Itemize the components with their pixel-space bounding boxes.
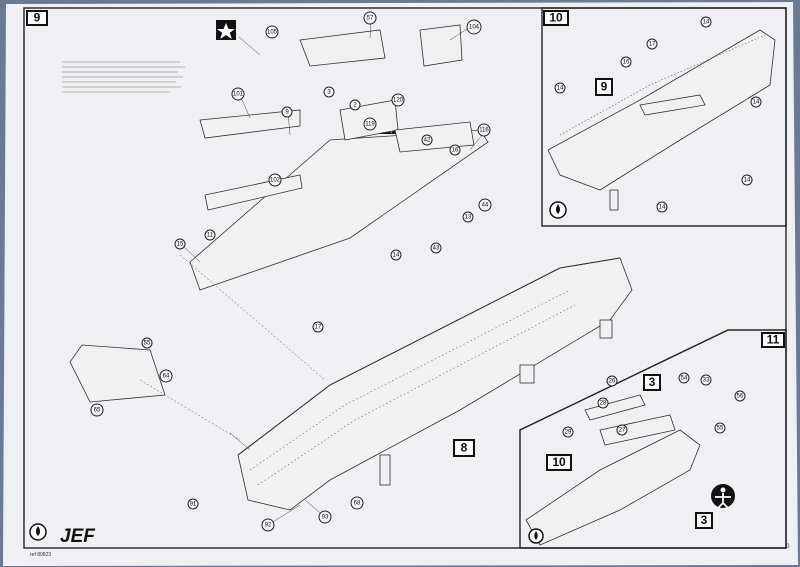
svg-text:2: 2	[353, 103, 357, 109]
svg-text:14: 14	[557, 86, 564, 92]
step-11-number: 11	[767, 333, 780, 347]
callout-group-step-11: 26 27 28 29 33 54 55 56	[562, 372, 746, 438]
star-icon	[216, 20, 236, 40]
step-10-reference-number: 10	[552, 455, 566, 469]
step-11-assembly	[525, 394, 701, 546]
hull-part-8	[237, 257, 633, 511]
svg-text:64: 64	[163, 374, 170, 380]
svg-text:55: 55	[144, 341, 151, 347]
callout-group-step-10: 14 14 17 14 14 14 16	[554, 16, 762, 213]
step-9-number: 9	[34, 11, 41, 25]
glue-warning-icon	[711, 484, 735, 509]
svg-text:14: 14	[703, 20, 710, 26]
catalog-reference: ref 80823	[30, 552, 51, 558]
svg-text:14: 14	[744, 178, 751, 184]
svg-text:91: 91	[190, 502, 197, 508]
step-10-assembly	[547, 29, 776, 211]
paint-drop-icon	[29, 523, 47, 541]
svg-text:3: 3	[327, 90, 331, 96]
svg-text:29: 29	[565, 430, 572, 436]
svg-text:102: 102	[270, 178, 281, 184]
callout-group-main: 57 104 105 101 9 3 2 119 120 116 102 11 …	[90, 11, 492, 532]
svg-text:16: 16	[452, 148, 459, 154]
svg-text:28: 28	[600, 401, 607, 407]
svg-text:33: 33	[703, 378, 710, 384]
step-11-box: 11	[761, 332, 785, 348]
svg-text:93: 93	[322, 515, 329, 521]
svg-text:15: 15	[177, 242, 184, 248]
svg-text:105: 105	[267, 30, 278, 36]
svg-text:65: 65	[94, 408, 101, 414]
signature-text: JEF	[60, 526, 96, 547]
svg-text:26: 26	[609, 379, 616, 385]
instruction-text-block	[62, 61, 185, 93]
paint-drop-icon	[549, 201, 567, 219]
bow-section-part	[69, 344, 166, 403]
step-9-reference-box: 9	[595, 78, 613, 96]
svg-text:120: 120	[393, 98, 404, 104]
step-3-reference-number-a: 3	[649, 375, 656, 389]
svg-text:17: 17	[315, 325, 322, 331]
hull-part-number-box: 8	[453, 439, 475, 457]
svg-text:9: 9	[285, 110, 289, 116]
svg-text:14: 14	[659, 205, 666, 211]
outer-frame	[23, 7, 787, 549]
svg-text:55: 55	[717, 426, 724, 432]
svg-text:11: 11	[207, 233, 214, 239]
svg-text:17: 17	[649, 42, 656, 48]
page-corner-mark: 0	[786, 544, 790, 550]
svg-text:56: 56	[737, 394, 744, 400]
step-9-reference-number: 9	[601, 80, 608, 94]
svg-text:54: 54	[681, 376, 688, 382]
svg-text:13: 13	[465, 215, 472, 221]
leader-lines	[139, 19, 487, 526]
panel-step-11	[519, 329, 787, 549]
svg-text:119: 119	[365, 122, 375, 128]
step-3-reference-box-b: 3	[695, 512, 713, 529]
step-10-number: 10	[549, 11, 563, 25]
svg-text:16: 16	[623, 60, 630, 66]
svg-text:116: 116	[479, 128, 489, 134]
svg-text:14: 14	[393, 253, 400, 259]
svg-text:68: 68	[354, 501, 361, 507]
svg-text:104: 104	[469, 25, 480, 31]
paint-drop-icon	[528, 528, 544, 544]
step-3-reference-box-a: 3	[643, 374, 661, 391]
step-9-box: 9	[26, 10, 48, 26]
panel-step-10	[541, 7, 787, 227]
svg-text:42: 42	[424, 138, 431, 144]
svg-text:14: 14	[753, 100, 760, 106]
hull-part-number: 8	[461, 441, 468, 455]
svg-text:44: 44	[482, 203, 489, 209]
svg-text:101: 101	[233, 92, 244, 98]
svg-text:57: 57	[367, 16, 374, 22]
svg-text:43: 43	[433, 246, 440, 252]
step-10-reference-box: 10	[546, 454, 572, 471]
step-3-reference-number-b: 3	[701, 513, 708, 527]
svg-text:27: 27	[619, 428, 626, 434]
step-10-box: 10	[543, 10, 569, 26]
svg-text:92: 92	[265, 523, 272, 529]
